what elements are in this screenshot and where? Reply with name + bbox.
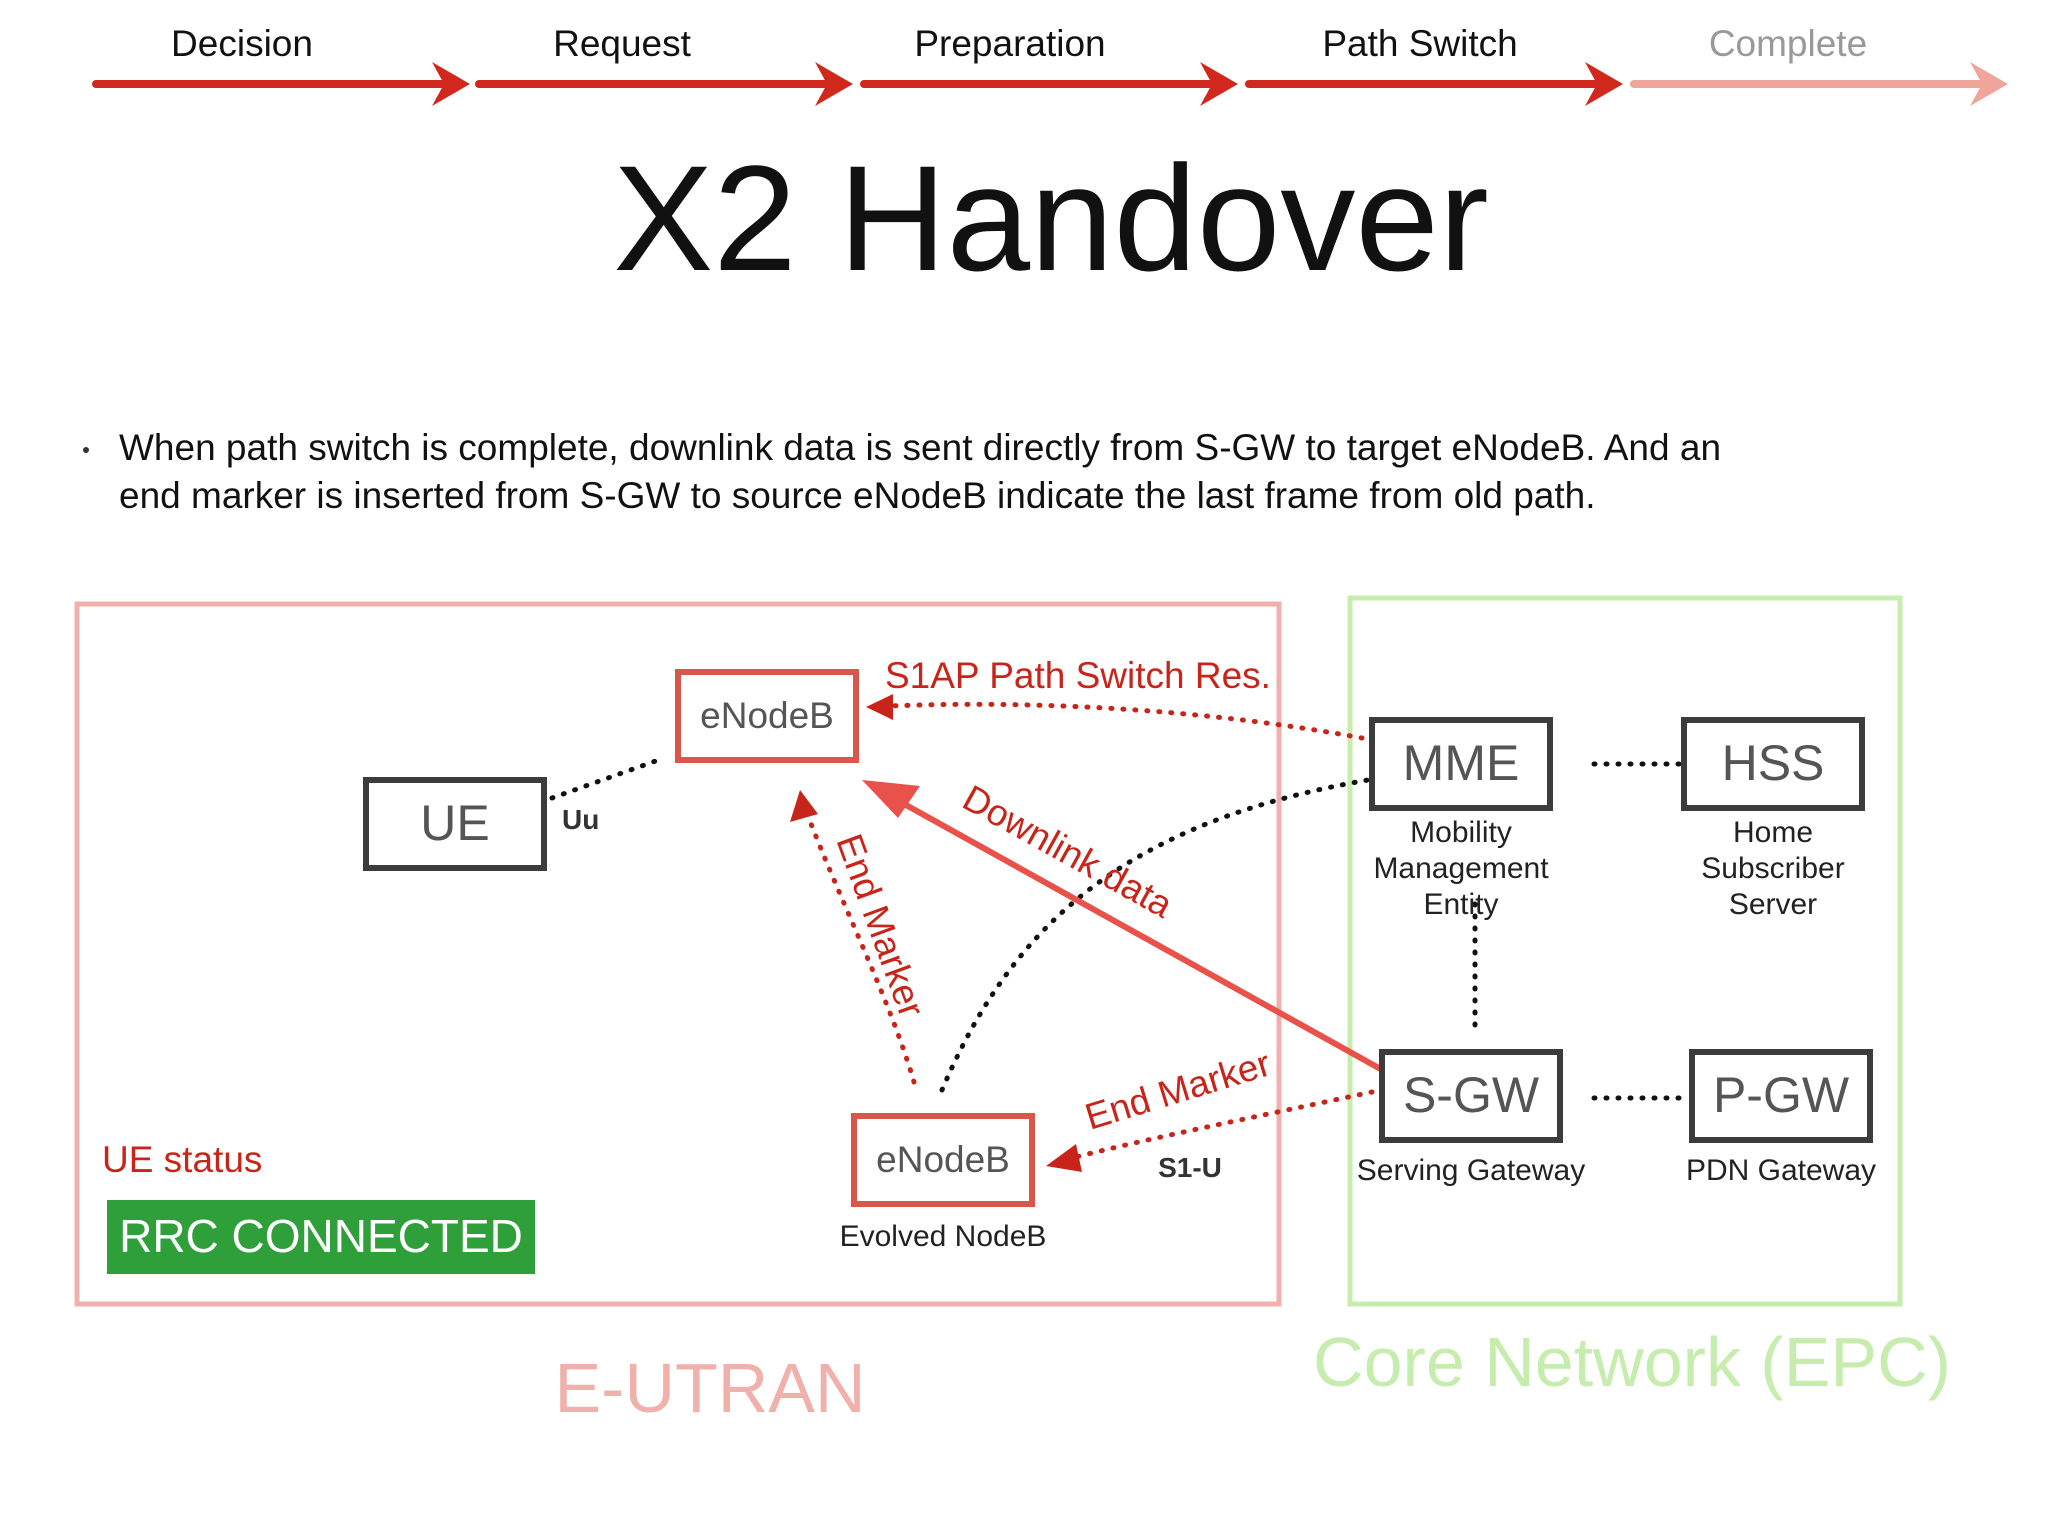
s1ap-arrow	[887, 701, 1365, 741]
step-arrowhead-icon	[432, 62, 470, 106]
hss-box	[1681, 717, 1865, 811]
pgw-box	[1689, 1049, 1873, 1143]
core-network-region	[1347, 595, 1903, 1307]
mme-sublabel-3: Entity	[1423, 888, 1498, 921]
s1ap-arrowhead-icon	[866, 694, 893, 720]
mme-sublabel-2: Management	[1373, 852, 1549, 885]
hss-label: HSS	[1722, 735, 1825, 791]
eutran-region	[74, 601, 1282, 1307]
step-label: Decision	[171, 23, 313, 64]
ue-label: UE	[420, 795, 489, 851]
sgw-label: S-GW	[1403, 1067, 1540, 1123]
s1u-label: S1-U	[1158, 1152, 1222, 1183]
end-marker-arrow-1	[805, 813, 917, 1085]
step-label: Complete	[1709, 23, 1867, 64]
rrc-status-text: RRC CONNECTED	[119, 1210, 523, 1262]
progress-steps: Decision Request Preparation Path Switch…	[92, 23, 2008, 106]
hss-node: HSS Home Subscriber Server	[1681, 717, 1865, 921]
core-network-label: Core Network (EPC)	[1313, 1323, 1951, 1401]
rrc-status-badge	[107, 1200, 535, 1274]
bullet-line-1: When path switch is complete, downlink d…	[119, 427, 1721, 468]
step-label: Preparation	[914, 23, 1105, 64]
ue-box	[363, 777, 547, 871]
step-arrowhead-icon	[815, 62, 853, 106]
step-decision: Decision	[92, 23, 470, 106]
enodeb-target-box	[675, 669, 859, 763]
enodeb-source-sublabel: Evolved NodeB	[840, 1220, 1047, 1253]
mme-box	[1369, 717, 1553, 811]
hss-sublabel-2: Subscriber	[1701, 852, 1844, 885]
enodeb-target-node: eNodeB	[675, 669, 859, 763]
message-arrows	[790, 694, 1389, 1172]
step-complete: Complete	[1630, 23, 2008, 106]
enodeb-source-node: eNodeB Evolved NodeB	[840, 1113, 1047, 1253]
downlink-arrowhead-icon	[862, 780, 920, 818]
hss-sublabel-1: Home	[1733, 816, 1813, 849]
step-arrowhead-icon	[1585, 62, 1623, 106]
uu-label: Uu	[562, 804, 599, 835]
mme-sublabel-1: Mobility	[1410, 816, 1512, 849]
page-title: X2 Handover	[613, 134, 1489, 302]
sgw-box	[1379, 1049, 1563, 1143]
pgw-label: P-GW	[1713, 1067, 1850, 1123]
ue-status-label: UE status	[102, 1139, 262, 1180]
sgw-node: S-GW Serving Gateway	[1357, 1049, 1585, 1187]
hss-sublabel-3: Server	[1729, 888, 1817, 921]
enodeb-source-label: eNodeB	[876, 1139, 1010, 1180]
sgw-sublabel: Serving Gateway	[1357, 1154, 1585, 1187]
end-marker-1-arrowhead-icon	[790, 790, 818, 822]
link-enodeb-mme	[939, 775, 1383, 1093]
mme-node: MME Mobility Management Entity	[1369, 717, 1553, 921]
s1ap-label: S1AP Path Switch Res.	[885, 655, 1271, 696]
interface-links	[549, 755, 1693, 1101]
mme-label: MME	[1403, 735, 1520, 791]
ue-node: UE	[363, 777, 547, 871]
pgw-node: P-GW PDN Gateway	[1686, 1049, 1876, 1187]
enodeb-source-box	[851, 1113, 1035, 1207]
downlink-arrow	[903, 802, 1389, 1075]
end-marker-2-arrowhead-icon	[1046, 1144, 1082, 1172]
step-path-switch: Path Switch	[1245, 23, 1623, 106]
step-request: Request	[475, 23, 853, 106]
end-marker-label-2: End Marker	[1080, 1043, 1275, 1138]
end-marker-arrow-2	[1069, 1089, 1375, 1161]
pgw-sublabel: PDN Gateway	[1686, 1154, 1876, 1187]
step-arrowhead-icon	[1970, 62, 2008, 106]
step-label: Request	[553, 23, 692, 64]
enodeb-target-label: eNodeB	[700, 695, 834, 736]
eutran-label: E-UTRAN	[554, 1349, 865, 1427]
bullet-line-2: end marker is inserted from S-GW to sour…	[119, 475, 1596, 516]
bullet-paragraph: When path switch is complete, downlink d…	[83, 427, 1721, 516]
step-arrowhead-icon	[1200, 62, 1238, 106]
link-ue-enodeb	[549, 755, 667, 801]
step-preparation: Preparation	[860, 23, 1238, 106]
bullet-dot-icon	[83, 447, 89, 453]
step-label: Path Switch	[1322, 23, 1517, 64]
